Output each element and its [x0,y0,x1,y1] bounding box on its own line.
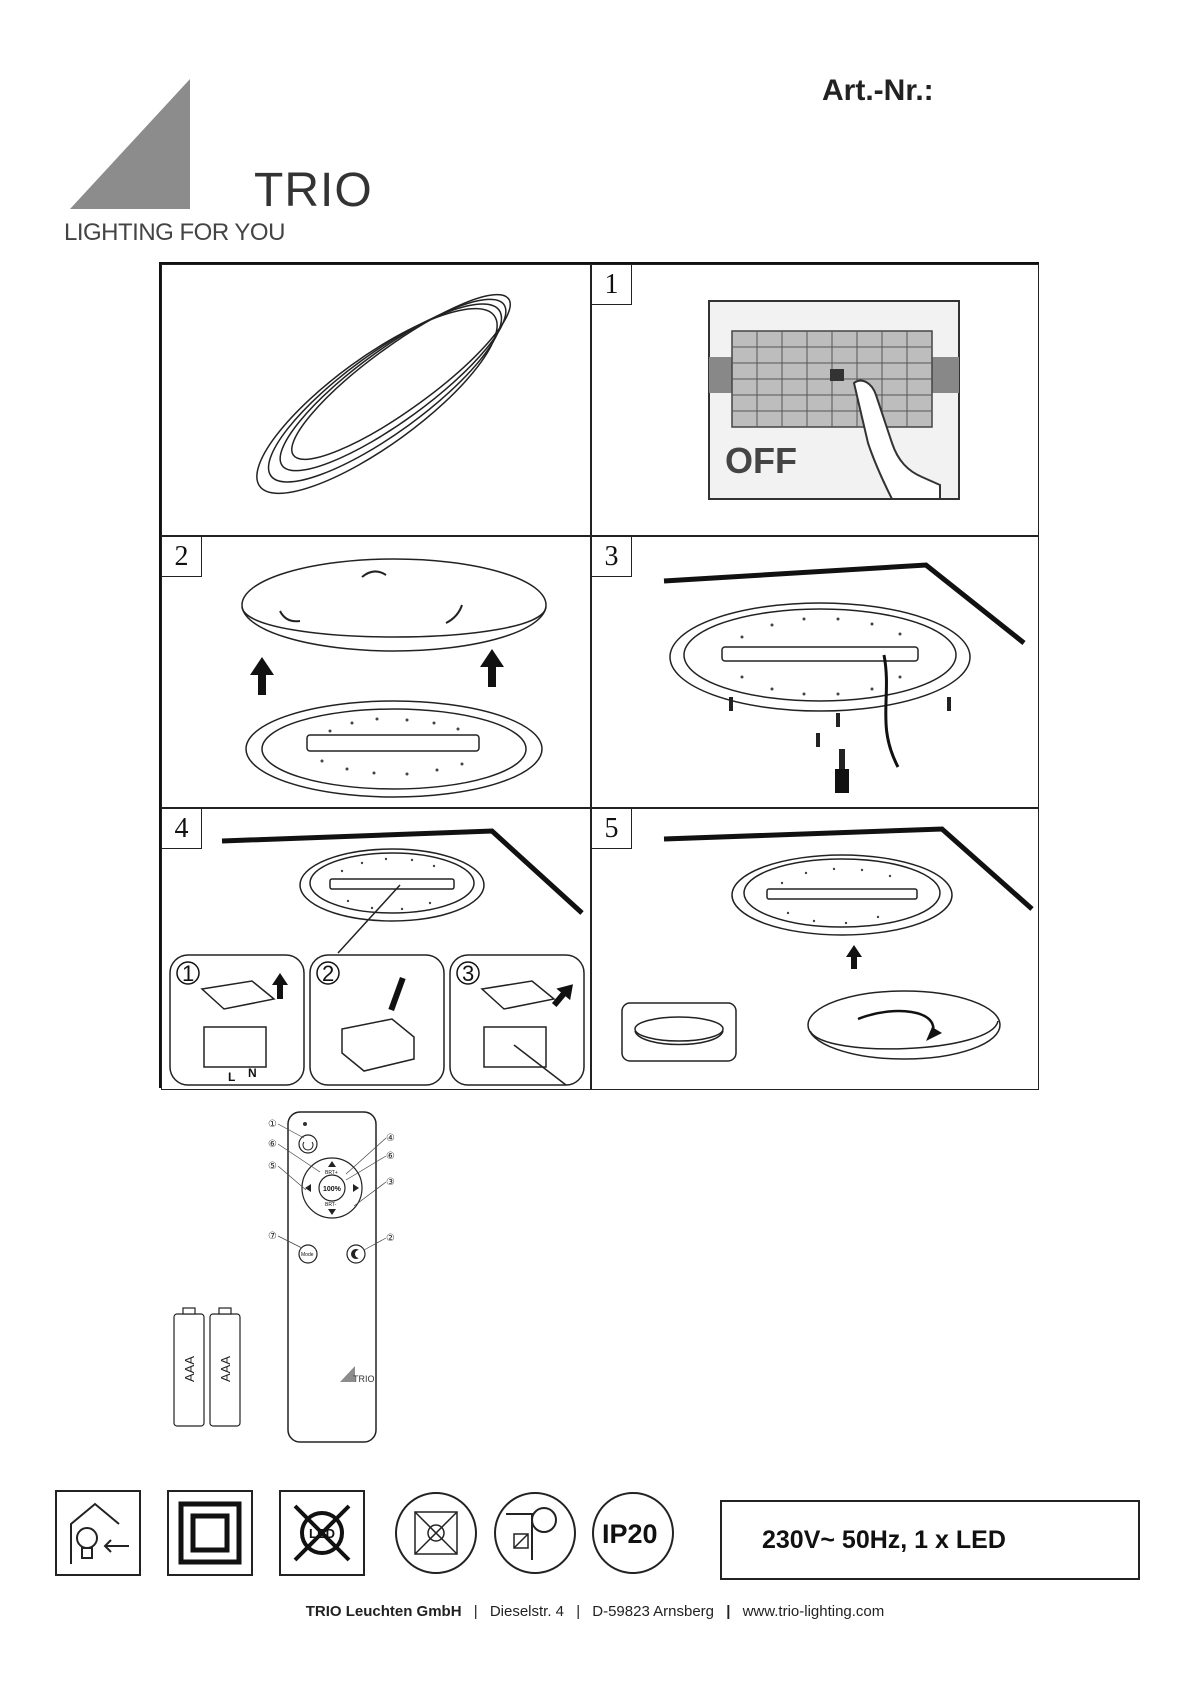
article-number-label: Art.-Nr.: [822,74,934,108]
instruction-grid: 1 OFF [159,262,1039,1088]
step-number: 1 [592,265,632,305]
not-for-insulation-icon [492,1490,578,1576]
off-label: OFF [725,440,797,481]
led-not-replaceable-icon: LED [279,1490,365,1576]
company-website-link[interactable]: www.trio-lighting.com [743,1603,885,1620]
remote-control-icon: 100% BRT+ BRT- Mode ① ⑥ ⑤ ④ ⑥ ③ ⑦ ② TRIO [160,1110,450,1450]
callout-7: ⑦ [268,1231,277,1242]
step-5-cell: 5 [591,808,1039,1090]
company-name: TRIO Leuchten GmbH [306,1603,462,1620]
mount-base-icon [592,537,1039,808]
company-city: D-59823 Arnsberg [592,1603,714,1620]
remote-logo-text: TRIO [353,1374,375,1384]
step-3-cell: 3 [591,536,1039,808]
terminal-n: N [248,1066,257,1080]
step-number: 2 [162,537,202,577]
battery-1-label: AAA [182,1356,197,1382]
logo-name: TRIO [254,167,373,215]
wiring-icon: 1 2 3 L N [162,809,591,1090]
step-number: 4 [162,809,202,849]
callout-6b: ⑥ [386,1151,395,1162]
indoor-use-icon [55,1490,141,1576]
sub-step-1: 1 [182,961,194,986]
circuit-breaker-icon: OFF [592,265,1039,536]
remote-control: 100% BRT+ BRT- Mode ① ⑥ ⑤ ④ ⑥ ③ ⑦ ② TRIO [160,1110,450,1450]
ip-rating-label: IP20 [602,1519,658,1549]
sub-step-2: 2 [322,961,334,986]
step-number: 5 [592,809,632,849]
battery-2-label: AAA [218,1356,233,1382]
step-number: 3 [592,537,632,577]
svg-text:LED: LED [309,1526,335,1541]
callout-2: ② [386,1233,395,1244]
callout-4: ④ [386,1133,395,1144]
brightness-down-label: BRT- [325,1202,337,1208]
remove-cover-icon [162,537,591,808]
brightness-up-label: BRT+ [325,1170,338,1176]
protection-class-2-icon [167,1490,253,1576]
separator: | [726,1603,730,1620]
separator: | [576,1603,580,1620]
company-footer: TRIO Leuchten GmbH | Dieselstr. 4 | D-59… [0,1603,1190,1620]
lamp-overview-icon [162,265,591,536]
overview-cell [161,264,591,536]
step-2-cell: 2 [161,536,591,808]
logo-tagline: LIGHTING FOR YOU [64,221,285,245]
center-button-label: 100% [323,1186,342,1193]
callout-5: ⑤ [268,1161,277,1172]
sub-step-3: 3 [462,961,474,986]
company-street: Dieselstr. 4 [490,1603,564,1620]
ip20-icon: IP20 [590,1490,676,1576]
trio-logo: TRIO LIGHTING FOR YOU [64,75,304,250]
step-4-cell: 4 1 2 [161,808,591,1090]
step-1-cell: 1 OFF [591,264,1039,536]
callout-3: ③ [386,1177,395,1188]
not-dimmable-icon [393,1490,479,1576]
callout-1: ① [268,1119,277,1130]
callout-6a: ⑥ [268,1139,277,1150]
terminal-l: L [228,1070,235,1084]
electrical-spec: 230V~ 50Hz, 1 x LED [720,1500,1140,1580]
separator: | [474,1603,478,1620]
attach-cover-icon [592,809,1039,1090]
mode-button-label: Mode [301,1252,314,1258]
